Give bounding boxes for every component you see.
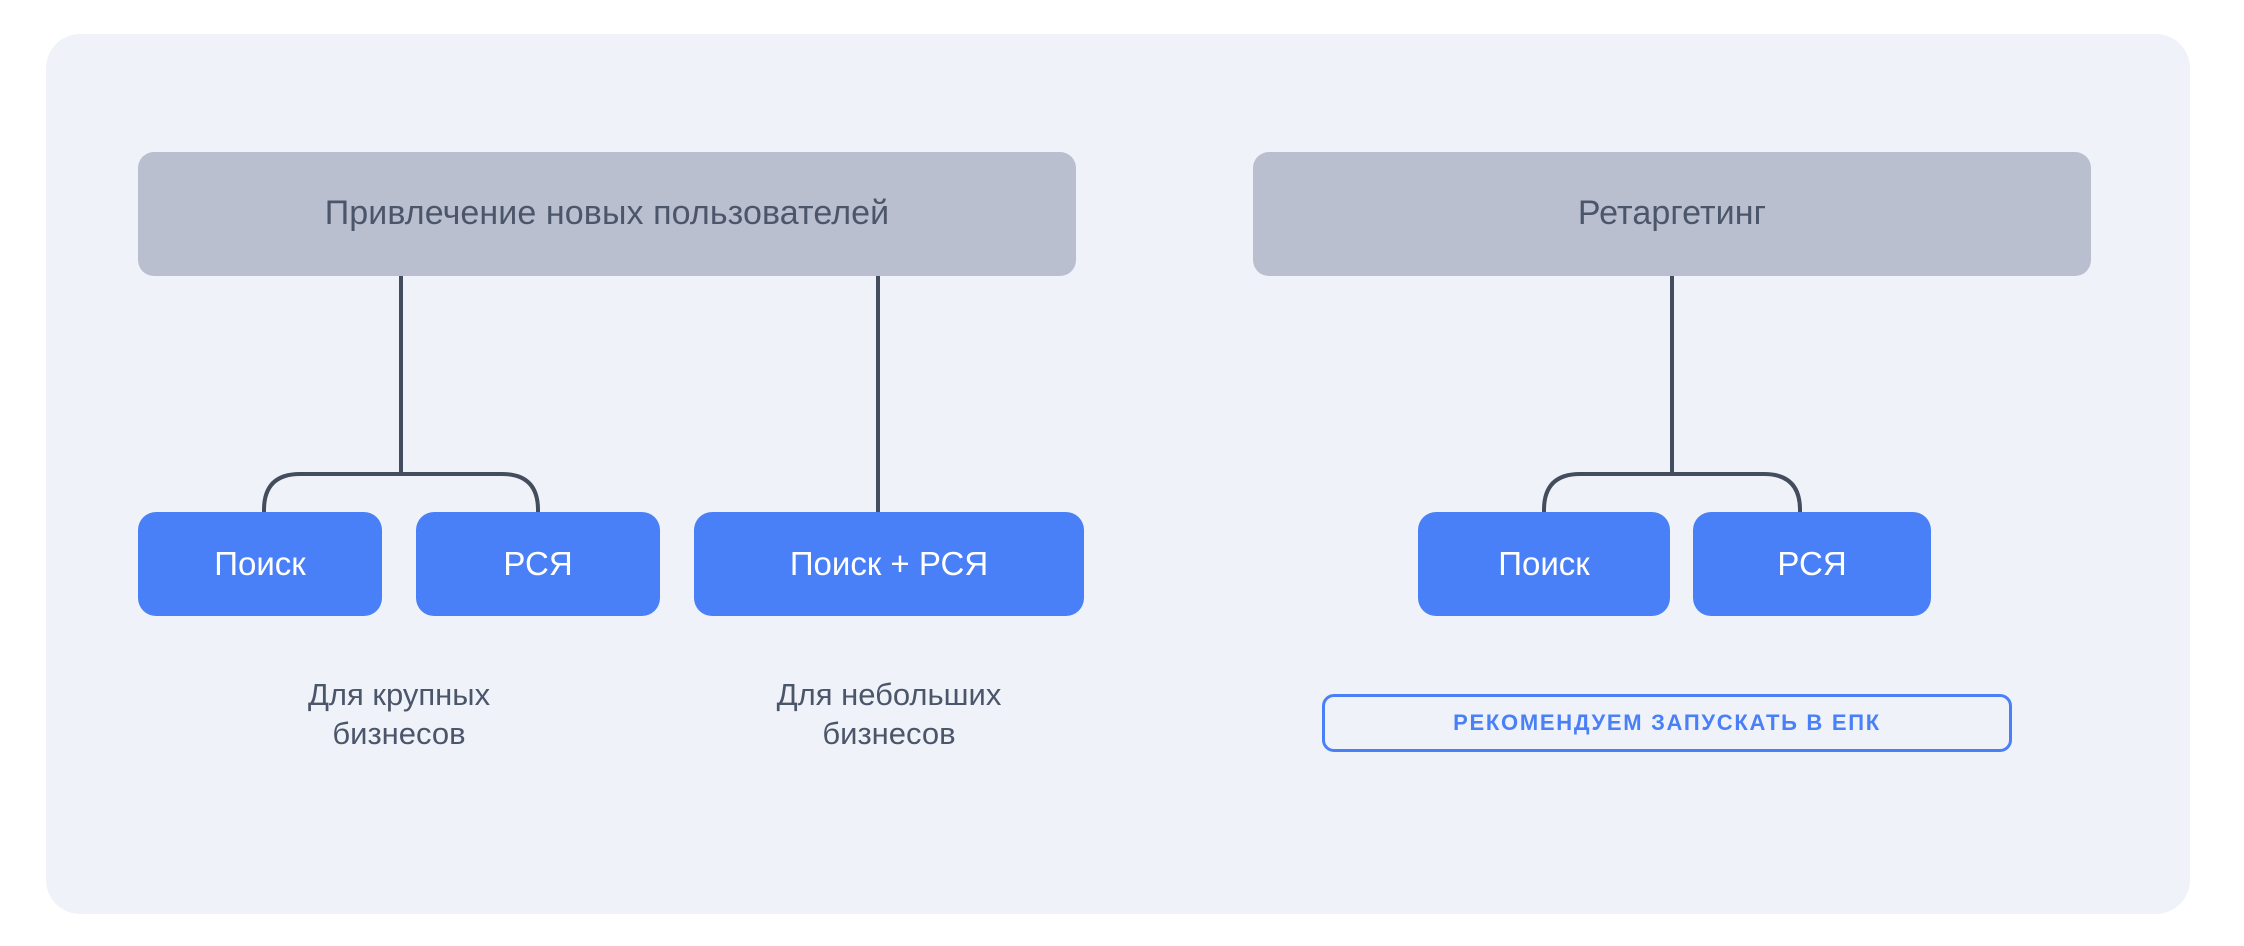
group-header-acquisition-label: Привлечение новых пользователей: [324, 194, 890, 233]
status-badge-recommendation: РЕКОМЕНДУЕМ ЗАПУСКАТЬ В ЕПК: [1322, 694, 2012, 752]
node-acquisition-rsya-label: РСЯ: [503, 544, 573, 582]
node-retargeting-search-label: Поиск: [1498, 544, 1590, 582]
node-acquisition-search-label: Поиск: [214, 544, 306, 582]
caption-small-business: Для небольших бизнесов: [776, 677, 1002, 751]
node-acquisition-search-plus-rsya[interactable]: Поиск + РСЯ: [694, 512, 1084, 616]
node-acquisition-rsya[interactable]: РСЯ: [416, 512, 660, 616]
node-acquisition-search-plus-rsya-label: Поиск + РСЯ: [789, 544, 989, 582]
node-acquisition-search[interactable]: Поиск: [138, 512, 382, 616]
group-header-retargeting-label: Ретаргетинг: [1577, 194, 1767, 233]
group-header-retargeting: Ретаргетинг: [1253, 152, 2091, 276]
node-retargeting-search[interactable]: Поиск: [1418, 512, 1670, 616]
node-retargeting-rsya-label: РСЯ: [1777, 544, 1847, 582]
caption-large-business: Для крупных бизнесов: [307, 677, 491, 751]
status-badge-recommendation-label: РЕКОМЕНДУЕМ ЗАПУСКАТЬ В ЕПК: [1453, 710, 1881, 735]
node-retargeting-rsya[interactable]: РСЯ: [1693, 512, 1931, 616]
group-header-acquisition: Привлечение новых пользователей: [138, 152, 1076, 276]
